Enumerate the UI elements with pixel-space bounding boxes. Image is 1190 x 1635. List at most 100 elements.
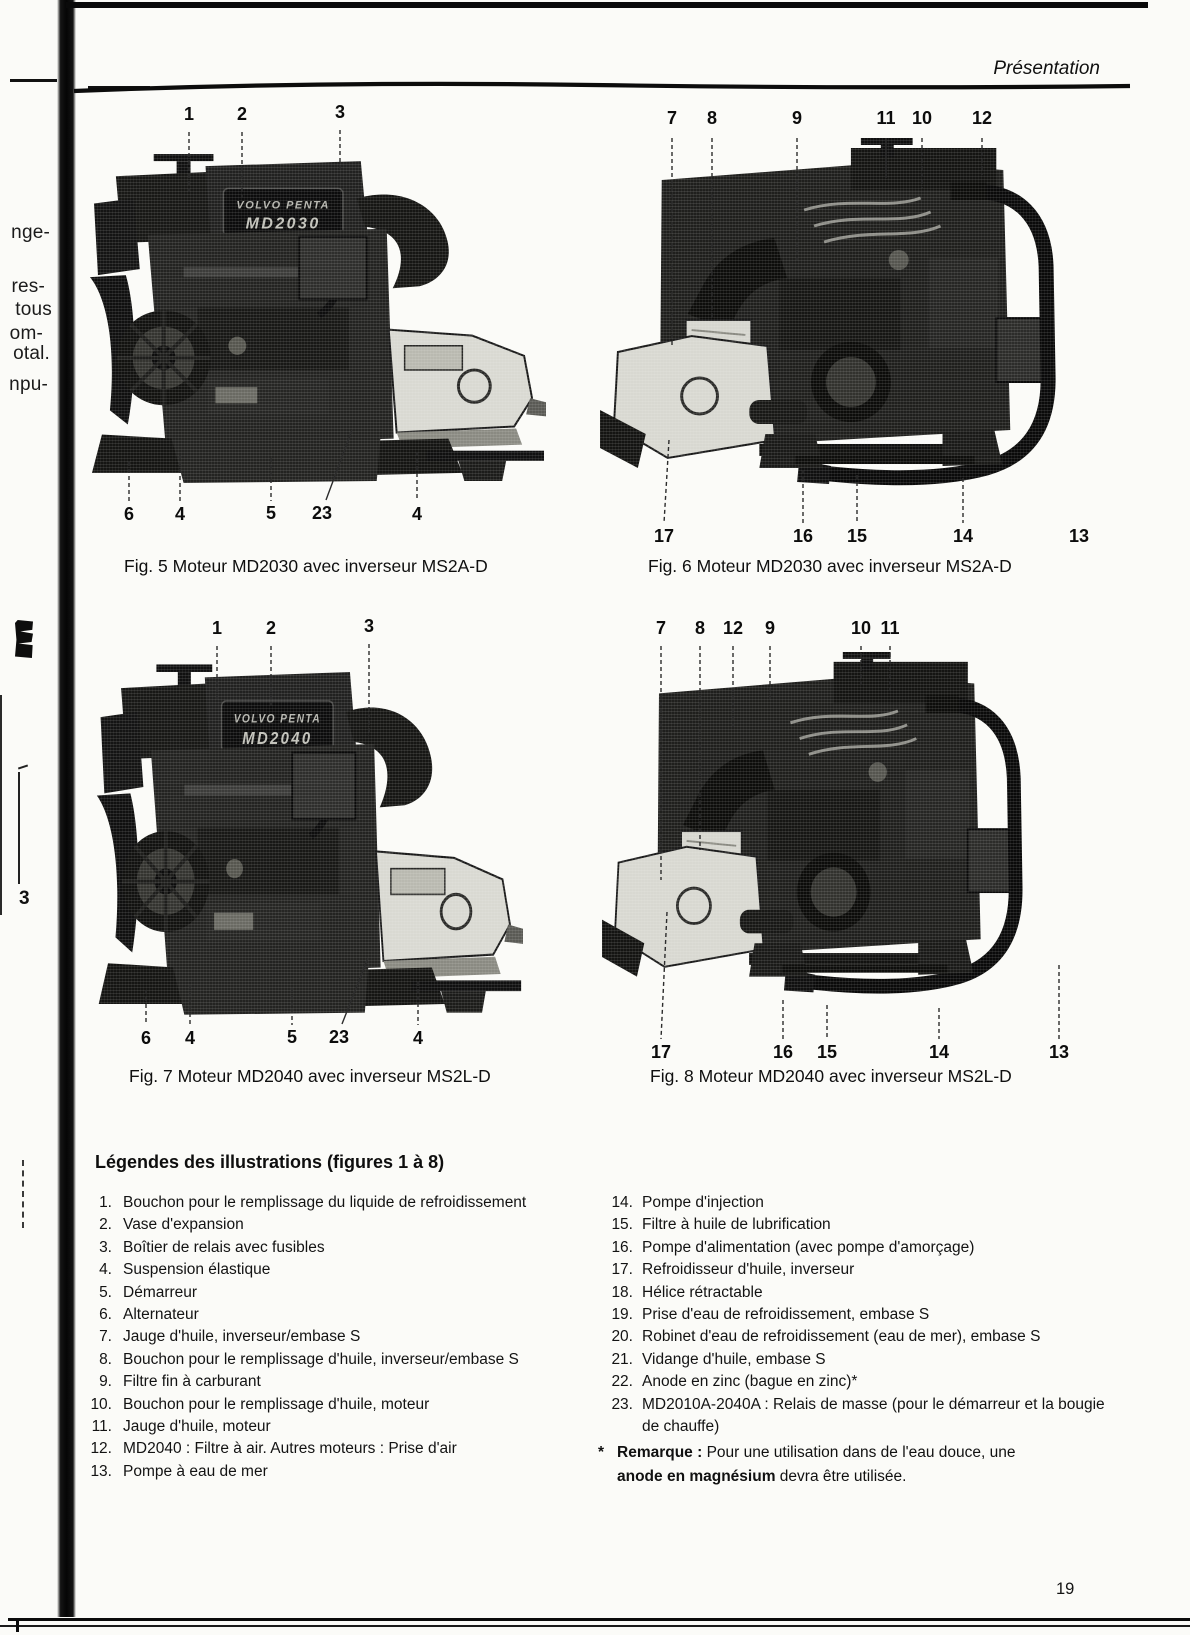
legend-item: 22.Anode en zinc (bague en zinc)* [598, 1371, 1118, 1393]
callout-number: 17 [653, 526, 675, 546]
callout-number: 7 [655, 618, 667, 638]
callout-number: 16 [772, 1042, 794, 1062]
legend-item-text: Vase d'expansion [123, 1216, 244, 1234]
legend-item: 5.Démarreur [80, 1282, 566, 1304]
legend-item: 21.Vidange d'huile, embase S [598, 1349, 1118, 1371]
legend-item: 10.Bouchon pour le remplissage d'huile, … [80, 1394, 566, 1416]
figure-6-caption: Fig. 6 Moteur MD2030 avec inverseur MS2A… [648, 556, 1012, 576]
legend-item-text: Pompe à eau de mer [123, 1462, 268, 1480]
callout-number: 14 [928, 1042, 950, 1062]
callout-number: 4 [411, 504, 423, 524]
callout-number: 4 [412, 1028, 424, 1048]
margin-text-fragment: om- [9, 323, 43, 344]
legend-item: 8.Bouchon pour le remplissage d'huile, i… [80, 1349, 566, 1371]
margin-edge-line [0, 695, 2, 915]
legend-item-number: 16. [611, 1238, 633, 1256]
callout-number: 10 [850, 618, 872, 638]
reverse-gear [374, 850, 523, 979]
callout-number: 23 [328, 1027, 350, 1047]
legend-item-text: MD2010A-2040A : Relais de masse (pour le… [642, 1395, 1105, 1436]
legend-item-number: 13. [90, 1462, 112, 1480]
callout-number: 15 [846, 526, 868, 546]
valve-cover: VOLVO PENTA MD2030 [205, 161, 369, 251]
relay-box [291, 751, 357, 821]
legend-item-number: 19. [611, 1306, 633, 1324]
margin-text-fragment: npu- [9, 374, 48, 395]
callout-number: 11 [876, 108, 896, 128]
callout-number: 4 [174, 504, 186, 524]
legend-item-text: Vidange d'huile, embase S [642, 1350, 826, 1368]
legend-item-number: 7. [99, 1328, 112, 1346]
legend-item: 6.Alternateur [80, 1304, 566, 1326]
legend-item-number: 11. [91, 1418, 112, 1436]
legend-item-number: 5. [99, 1283, 112, 1301]
engine-photo-fig6-md2030-starboard-side [600, 138, 1056, 486]
callout-number: 15 [816, 1042, 838, 1062]
legend-item: 9.Filtre fin à carburant [80, 1371, 566, 1393]
legend-item-text: Suspension élastique [123, 1261, 271, 1279]
margin-ink-glyph [15, 620, 33, 658]
margin-dash-left [10, 79, 57, 82]
legend-item: 19. Prise d'eau de refroidissement, embas… [598, 1304, 1118, 1326]
figure-7-caption: Fig. 7 Moteur MD2040 avec inverseur MS2L… [129, 1066, 491, 1086]
legend-item-text: Hélice rétractable [642, 1283, 763, 1301]
reverse-gear [387, 328, 546, 449]
legend-item: 20.Robinet d'eau de refroidissement (eau… [598, 1326, 1118, 1348]
callout-number: 6 [123, 504, 135, 524]
legend-item-text: Bouchon pour le remplissage d'huile, mot… [123, 1395, 430, 1413]
binding-scan-bar [57, 0, 76, 1617]
page-bottom-rule-2 [0, 1625, 1190, 1627]
legend-item-number: 17. [611, 1261, 633, 1279]
engine-mounts [749, 939, 974, 977]
legend-item-text: Robinet d'eau de refroidissement (eau de… [642, 1328, 1041, 1346]
callout-number: 5 [265, 503, 277, 523]
callout-number: 13 [1068, 526, 1090, 546]
legend-item-text: Pompe d'injection [642, 1194, 764, 1211]
legend-item-text: Pompe d'alimentation (avec pompe d'amorç… [642, 1238, 975, 1256]
legend-item-text: Filtre fin à carburant [123, 1373, 261, 1391]
legend-item: 11. Jauge d'huile, moteur [80, 1416, 566, 1438]
margin-page-fragment-number: 3 [19, 888, 30, 909]
page-edge-line-top [66, 2, 1148, 8]
callout-number: 1 [211, 618, 223, 638]
legend-item: 3.Boîtier de relais avec fusibles [80, 1237, 566, 1259]
callout-number: 3 [334, 102, 346, 122]
legend-item-text: Prise d'eau de refroidissement, embase S [642, 1306, 930, 1324]
legend-item-text: Filtre à huile de lubrification [642, 1216, 831, 1234]
callout-number: 12 [971, 108, 993, 128]
margin-text-fragment: res- [11, 276, 45, 297]
alternator [116, 310, 211, 406]
engine-mounts-and-oil-pan [98, 963, 522, 1015]
legend-item-number: 22. [611, 1373, 633, 1391]
legend-item: 23. MD2010A-2040A : Relais de masse (pour… [598, 1394, 1118, 1439]
legend-item-number: 1. [99, 1194, 112, 1211]
legend-item-number: 12. [90, 1440, 112, 1458]
oil-cooler [995, 317, 1048, 383]
callout-number: 7 [666, 108, 678, 128]
legend-item-number: 18. [611, 1283, 633, 1301]
relay-box [298, 235, 368, 301]
legend-item-text: Jauge d'huile, moteur [123, 1418, 271, 1436]
coolant-filler-cap [156, 664, 213, 689]
legend-item: 15. Filtre à huile de lubrification [598, 1214, 1118, 1236]
callout-number: 16 [792, 526, 814, 546]
callout-number: 13 [1048, 1042, 1070, 1062]
callout-number: 17 [650, 1042, 672, 1062]
callout-number: 6 [140, 1028, 152, 1048]
valve-cover: VOLVO PENTA MD2040 [204, 671, 358, 768]
engine-brand-label: VOLVO PENTA [236, 199, 329, 211]
legend-item-number: 23. [611, 1395, 633, 1413]
engine-model-label: MD2030 [246, 215, 321, 233]
callout-number: 3 [363, 616, 375, 636]
callout-number: 11 [880, 618, 900, 638]
engine-mounts [759, 430, 1003, 468]
air-intake-elbow [356, 194, 449, 289]
legend-item-number: 3. [99, 1238, 112, 1256]
callout-number: 9 [764, 618, 776, 638]
legend-item-number: 15. [611, 1216, 633, 1234]
callout-number: 8 [694, 618, 706, 638]
margin-text-fragment: otal. [13, 343, 50, 364]
callout-number: 9 [791, 108, 803, 128]
